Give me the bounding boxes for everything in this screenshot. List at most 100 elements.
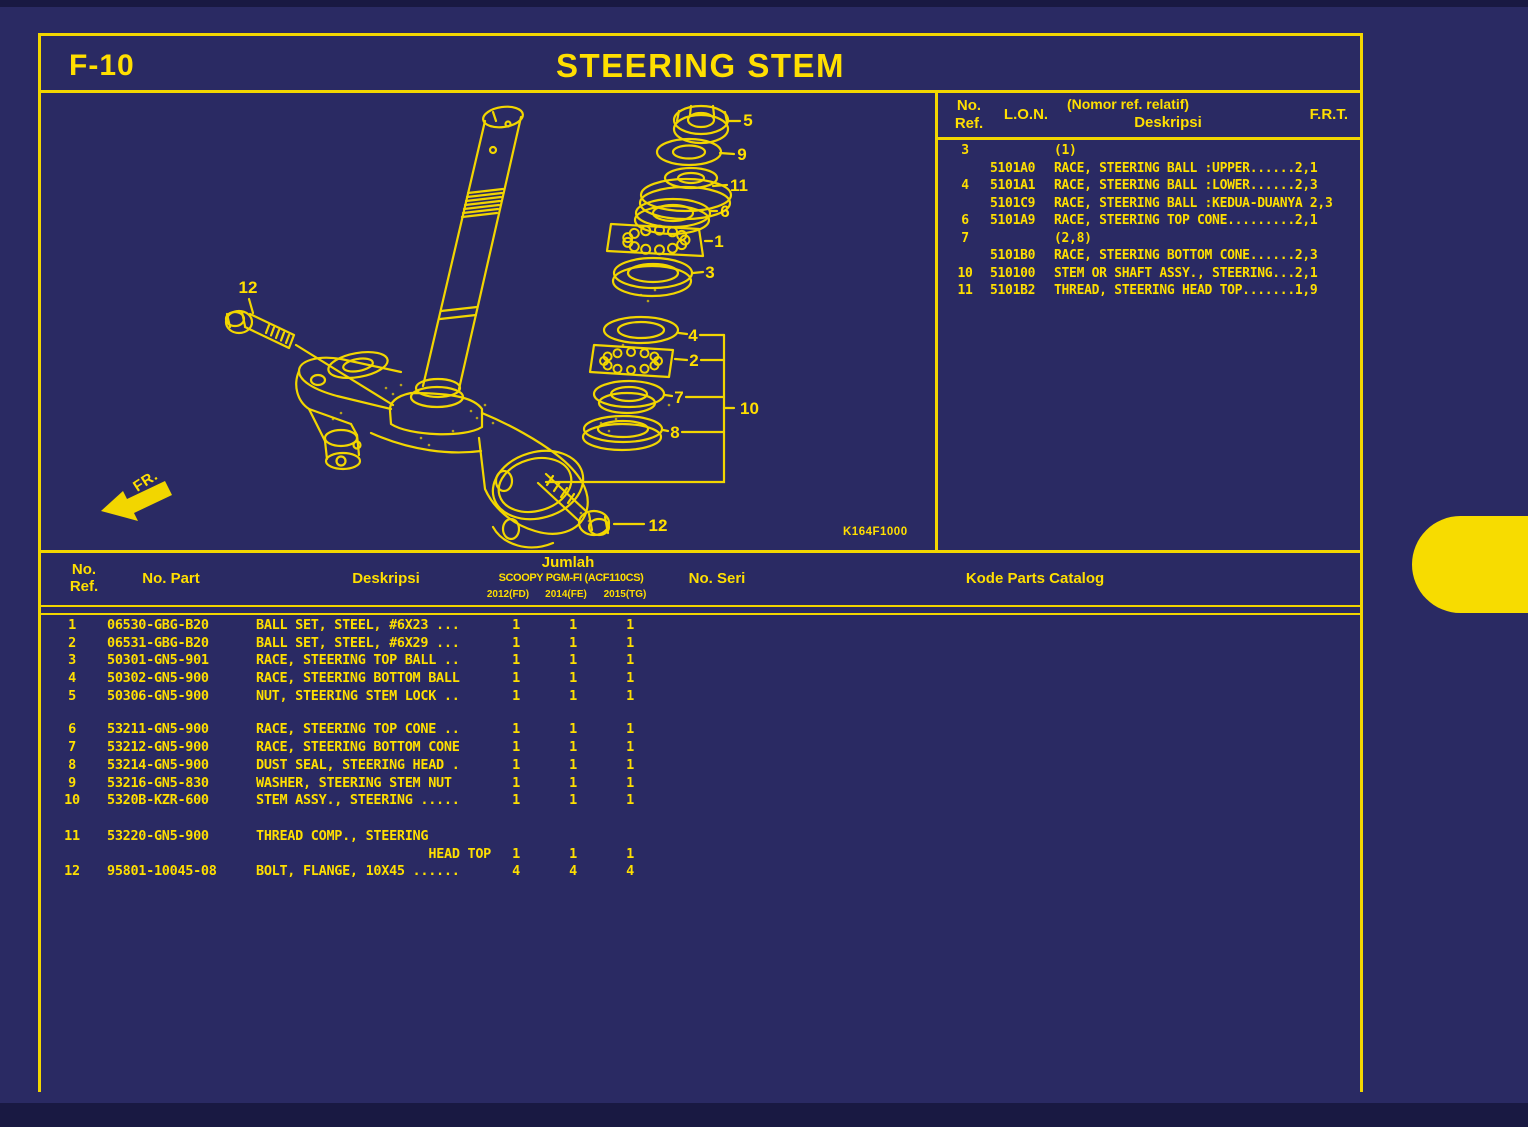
ref-header-frt: F.R.T. — [1309, 106, 1348, 123]
lon-cell: 5101A1 — [990, 178, 1036, 193]
part-number-cell: 50301-GN5-901 — [107, 652, 209, 669]
desc-cell: RACE, STEERING TOP CONE .. — [256, 721, 460, 738]
desc-cell: (2,8) — [1054, 230, 1092, 246]
qty-2014-cell: 1 — [569, 652, 577, 669]
qty-2012-cell: 1 — [512, 687, 520, 704]
content-area: 5 9 11 6 1 3 4 2 7 8 10 12 12 F — [41, 93, 1360, 553]
qty-2014-cell: 1 — [569, 774, 577, 791]
exploded-view-drawing: 5 9 11 6 1 3 4 2 7 8 10 12 12 F — [101, 104, 908, 549]
qty-2014-cell: 1 — [569, 634, 577, 651]
ref-cell: 4 — [961, 178, 969, 193]
qty-2014-cell: 1 — [569, 670, 577, 687]
callout-8: 8 — [670, 423, 679, 442]
ref-cell: 10 — [957, 265, 973, 281]
upper-parts-stack-drawing — [605, 104, 733, 298]
ref-header-deskripsi: Deskripsi — [1134, 114, 1202, 131]
desc-cell: RACE, STEERING BOTTOM CONE — [256, 739, 460, 756]
parts-header-double-line — [41, 613, 1360, 615]
desc-cell: RACE, STEERING BALL :KEDUA-DUANYA 2,3 — [1054, 195, 1333, 211]
part-number-cell: 53214-GN5-900 — [107, 756, 209, 773]
ref-cell: 3 — [961, 143, 969, 158]
part-number-cell: 06530-GBG-B20 — [107, 617, 209, 633]
callout-1: 1 — [714, 232, 723, 251]
qty-2015-cell: 1 — [626, 634, 634, 651]
bottom-bridge-drawing — [295, 350, 589, 549]
parts-header-part: No. Part — [142, 570, 200, 587]
ref-header-no-line1: No. — [956, 97, 982, 114]
parts-table-header: No. Ref. No. Part Deskripsi Jumlah SCOOP… — [41, 553, 1360, 607]
qty-2015-cell: 1 — [626, 670, 634, 687]
ref-table: No. Ref. L.O.N. (Nomor ref. relatif) Des… — [935, 93, 1360, 550]
parts-header-jumlah: Jumlah — [541, 554, 595, 571]
parts-header-year-2015: 2015(TG) — [603, 589, 647, 600]
ref-cell: 4 — [68, 670, 76, 687]
flange-bolt-top-drawing — [224, 297, 395, 407]
parts-header-no-line1: No. — [71, 561, 97, 578]
qty-2014-cell: 1 — [569, 617, 577, 633]
page-header: F-10 STEERING STEM — [41, 36, 1360, 93]
qty-2014-cell: 1 — [569, 721, 577, 738]
qty-2014-cell: 4 — [569, 863, 577, 880]
qty-2015-cell: 1 — [626, 845, 634, 862]
lon-cell: 510100 — [990, 265, 1036, 281]
parts-header-deskripsi: Deskripsi — [352, 570, 420, 587]
parts-header-year-2014: 2014(FE) — [545, 589, 587, 600]
parts-header-no-ref: No. Ref. — [59, 561, 109, 595]
desc-cell: THREAD, STEERING HEAD TOP.......1,9 — [1054, 283, 1318, 298]
callout-5: 5 — [743, 111, 752, 130]
qty-2012-cell: 1 — [512, 634, 520, 651]
desc-cell: HEAD TOP — [428, 845, 491, 862]
qty-2012-cell: 1 — [512, 617, 520, 633]
ref-cell: 12 — [64, 863, 80, 880]
desc-cell: THREAD COMP., STEERING — [256, 827, 429, 844]
qty-2012-cell: 1 — [512, 756, 520, 773]
qty-2015-cell: 4 — [626, 863, 634, 880]
callout-6: 6 — [720, 202, 729, 221]
part-number-cell: 06531-GBG-B20 — [107, 634, 209, 651]
callout-3: 3 — [705, 263, 714, 282]
qty-2014-cell: 1 — [569, 739, 577, 756]
callout-4: 4 — [688, 326, 698, 345]
desc-cell: BALL SET, STEEL, #6X29 ... — [256, 634, 460, 651]
diagram-code: K164F1000 — [843, 526, 908, 538]
callout-7: 7 — [674, 388, 683, 407]
callout-12-bottom: 12 — [649, 516, 668, 535]
desc-cell: RACE, STEERING TOP CONE.........2,1 — [1054, 213, 1318, 228]
desc-cell: WASHER, STEERING STEM NUT — [256, 774, 452, 791]
lon-cell: 5101C9 — [990, 195, 1036, 211]
ref-table-row: 3(1) — [938, 143, 1360, 161]
qty-2014-cell: 1 — [569, 756, 577, 773]
ref-cell: 11 — [64, 827, 80, 844]
ref-cell: 11 — [957, 283, 973, 298]
parts-header-model: SCOOPY PGM-FI (ACF110CS) — [498, 572, 644, 584]
ball-set-2-drawing — [599, 347, 663, 375]
ref-cell: 5 — [68, 687, 76, 704]
qty-2015-cell: 1 — [626, 792, 634, 809]
qty-2015-cell: 1 — [626, 617, 634, 633]
part-number-cell: 50302-GN5-900 — [107, 670, 209, 687]
part-number-cell: 53211-GN5-900 — [107, 721, 209, 738]
qty-2015-cell: 1 — [626, 756, 634, 773]
ref-table-row: 7(2,8) — [938, 231, 1360, 249]
parts-header-seri: No. Seri — [688, 570, 746, 587]
part-number-cell: 53216-GN5-830 — [107, 774, 209, 791]
row-group-gap — [41, 705, 1360, 721]
callout-9: 9 — [737, 145, 746, 164]
callout-leader-lines — [544, 119, 742, 484]
qty-2015-cell: 1 — [626, 652, 634, 669]
callout-11: 11 — [730, 176, 748, 195]
